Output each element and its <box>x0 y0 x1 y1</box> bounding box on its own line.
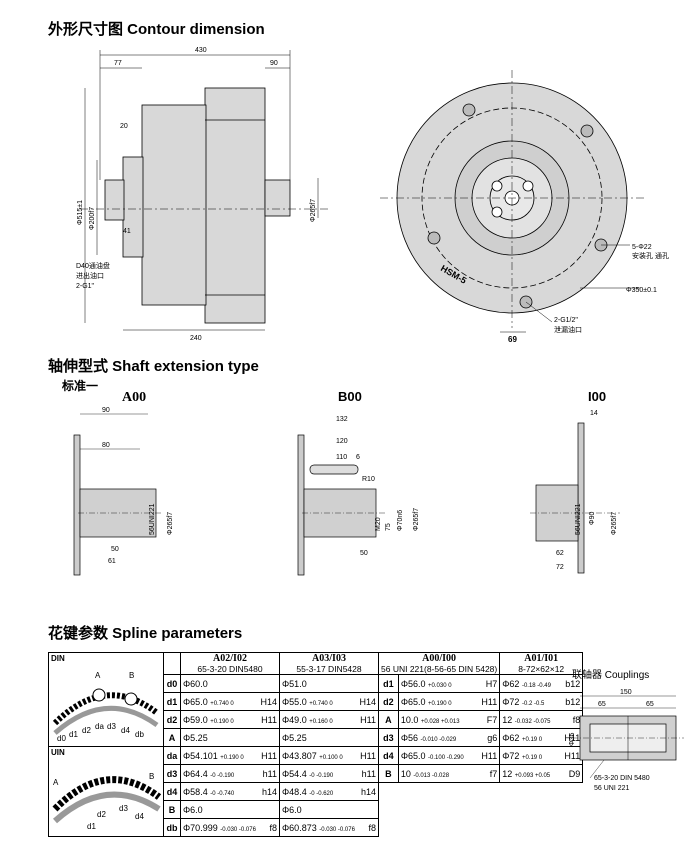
coupling-spec-2: 56 UNI 221 <box>594 785 630 792</box>
uin-label: UIN <box>51 748 65 757</box>
a00-title: A00 <box>122 390 146 405</box>
uin-pic-d1: d1 <box>87 822 96 831</box>
dim-515: Φ515±1 <box>77 200 84 225</box>
a00-dim-90: 90 <box>102 407 110 414</box>
coupling-drawing: 150 65 65 Φ35 65-3-20 DIN 5480 56 UNI 22… <box>569 689 684 792</box>
dim-69: 69 <box>508 335 517 344</box>
a00-dim-50: 50 <box>111 546 119 553</box>
din-label: DIN <box>51 654 65 663</box>
i00-dim-90: Φ90 <box>589 512 596 525</box>
dim-430: 430 <box>195 47 207 54</box>
dim-20: 20 <box>120 123 128 130</box>
standard-label: 标准一 <box>62 379 99 393</box>
contour-drawing: 430 77 90 20 41 240 Φ515±1 Φ200f7 Φ265f7… <box>76 47 669 344</box>
b00-dim-110: 110 <box>336 454 347 461</box>
din-pic-d3: d3 <box>107 722 116 731</box>
coupling-spec-1: 65-3-20 DIN 5480 <box>594 775 650 782</box>
port-note-2: 进出油口 <box>76 271 104 280</box>
a00-dim-265: Φ265f7 <box>167 512 174 535</box>
b00-dim-120: 120 <box>336 438 348 445</box>
port-note-3: 2-G1" <box>76 283 95 290</box>
b00-dim-70: Φ70n6 <box>397 510 404 531</box>
uin-picture-cell: UIN A B d1 d2 d3 d4 <box>48 746 164 837</box>
din-picture-cell: DIN A B d0 d1 d2 da d3 d4 db <box>48 652 164 747</box>
shaft-section-title: 轴伸型式 Shaft extension type <box>48 358 259 375</box>
din-pic-a: A <box>95 671 101 680</box>
contour-front-view <box>380 70 645 333</box>
din-pic-d4: d4 <box>121 726 130 735</box>
dim-77: 77 <box>114 60 122 67</box>
contour-side-view <box>80 87 330 324</box>
din-pic-d0: d0 <box>57 734 66 743</box>
b00-dim-75: 75 <box>385 523 392 531</box>
b00-dim-265: Φ265f7 <box>413 508 420 531</box>
drain-label-1: 2-G1/2" <box>554 317 578 324</box>
din-pic-b: B <box>129 671 134 680</box>
b00-dim-50: 50 <box>360 550 368 557</box>
contour-dim-lines <box>84 50 319 331</box>
port-note-1: D40通油盘 <box>76 261 110 270</box>
a00-dim-80: 80 <box>102 442 110 449</box>
coupling-dim-65a: 65 <box>598 701 606 708</box>
dim-240: 240 <box>190 335 202 342</box>
din-pic-d2: d2 <box>82 726 91 735</box>
dim-41: 41 <box>123 228 131 235</box>
coupling-dim-65b: 65 <box>646 701 654 708</box>
uin-pic-a: A <box>53 778 59 787</box>
dim-90: 90 <box>270 60 278 67</box>
contour-section-title: 外形尺寸图 Contour dimension <box>48 21 265 38</box>
coupling-dim-150: 150 <box>620 689 632 696</box>
holes-label-2: 安装孔 通孔 <box>632 251 669 260</box>
din-pic-db: db <box>135 730 144 739</box>
dim-265: Φ265f7 <box>310 199 317 222</box>
i00-dim-72: 72 <box>556 564 564 571</box>
spline-section-title: 花键参数 Spline parameters <box>48 625 243 642</box>
holes-label-1: 5-Φ22 <box>632 244 652 251</box>
couplings-title: 联轴器 Couplings <box>572 670 650 681</box>
i00-dim-265: Φ265f7 <box>611 512 618 535</box>
table-row: B Φ6.0 Φ6.0 <box>49 800 583 819</box>
uin-pic-d2: d2 <box>97 810 106 819</box>
shaft-drawings: A00 90 80 50 61 56UNI221 Φ265f7 B00 132 … <box>73 389 620 576</box>
uin-spline-picture: A B d1 d2 d3 d4 <box>52 772 162 831</box>
coupling-dim-35: Φ35 <box>569 733 576 746</box>
uin-pic-d3: d3 <box>119 804 128 813</box>
uin-pic-b: B <box>149 772 154 781</box>
spline-table: DIN A B d0 d1 d2 da d3 d4 db <box>48 652 584 837</box>
i00-dim-62: 62 <box>556 550 564 557</box>
uin-pic-d4: d4 <box>135 812 144 821</box>
i00-dim-14: 14 <box>590 410 598 417</box>
a00-spline: 56UNI221 <box>149 503 156 535</box>
b00-m20: M20 <box>375 517 382 531</box>
din-pic-da: da <box>95 722 104 731</box>
a00-dim-61: 61 <box>108 558 116 565</box>
pcd-label: Φ350±0.1 <box>626 287 657 294</box>
table-header-row: DIN A B d0 d1 d2 da d3 d4 db <box>48 652 584 747</box>
dim-200: Φ200f7 <box>89 207 96 230</box>
i00-spline: 56UNI221 <box>575 503 582 535</box>
b00-r10: R10 <box>362 476 375 483</box>
din-pic-d1: d1 <box>69 730 78 739</box>
i00-title: I00 <box>588 389 606 404</box>
b00-dim-132: 132 <box>336 416 348 423</box>
b00-dim-6: 6 <box>356 454 360 461</box>
drain-label-2: 泄漏油口 <box>554 325 582 334</box>
din-spline-picture: A B d0 d1 d2 da d3 d4 db <box>52 671 159 743</box>
b00-title: B00 <box>338 389 362 404</box>
